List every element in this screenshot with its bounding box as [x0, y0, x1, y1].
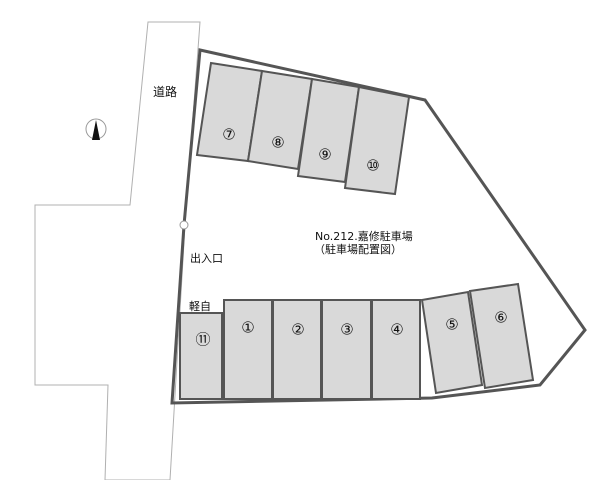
parking-space-10	[343, 85, 411, 196]
parking-space-6	[468, 282, 535, 390]
entrance-marker	[179, 220, 189, 230]
title-line-1: No.212.嘉修駐車場	[315, 229, 413, 243]
space-label-5: ⑤	[445, 316, 458, 334]
space-label-11: ⑪	[195, 331, 210, 349]
entrance-label: 出入口	[190, 251, 223, 265]
space-label-10: ⑩	[366, 157, 379, 175]
parking-space-4	[371, 299, 421, 400]
space-label-1: ①	[241, 319, 254, 337]
road-label: 道路	[153, 84, 177, 99]
compass	[85, 118, 107, 140]
parking-space-1	[223, 299, 273, 400]
space-label-3: ③	[340, 321, 353, 339]
space-label-9: ⑨	[318, 146, 331, 164]
parking-space-3	[321, 299, 372, 400]
parking-space-5	[420, 290, 484, 395]
space-label-2: ②	[291, 321, 304, 339]
space-label-8: ⑧	[271, 134, 284, 152]
title-line-2: （駐車場配置図）	[314, 242, 402, 256]
kei-label: 軽自	[189, 300, 211, 313]
parking-space-2	[272, 299, 322, 400]
lot-boundary	[170, 48, 587, 405]
north-arrow-icon	[92, 120, 100, 140]
space-label-4: ④	[390, 321, 403, 339]
space-label-7: ⑦	[222, 126, 235, 144]
space-label-6: ⑥	[494, 309, 507, 327]
parking-space-11	[179, 312, 223, 400]
